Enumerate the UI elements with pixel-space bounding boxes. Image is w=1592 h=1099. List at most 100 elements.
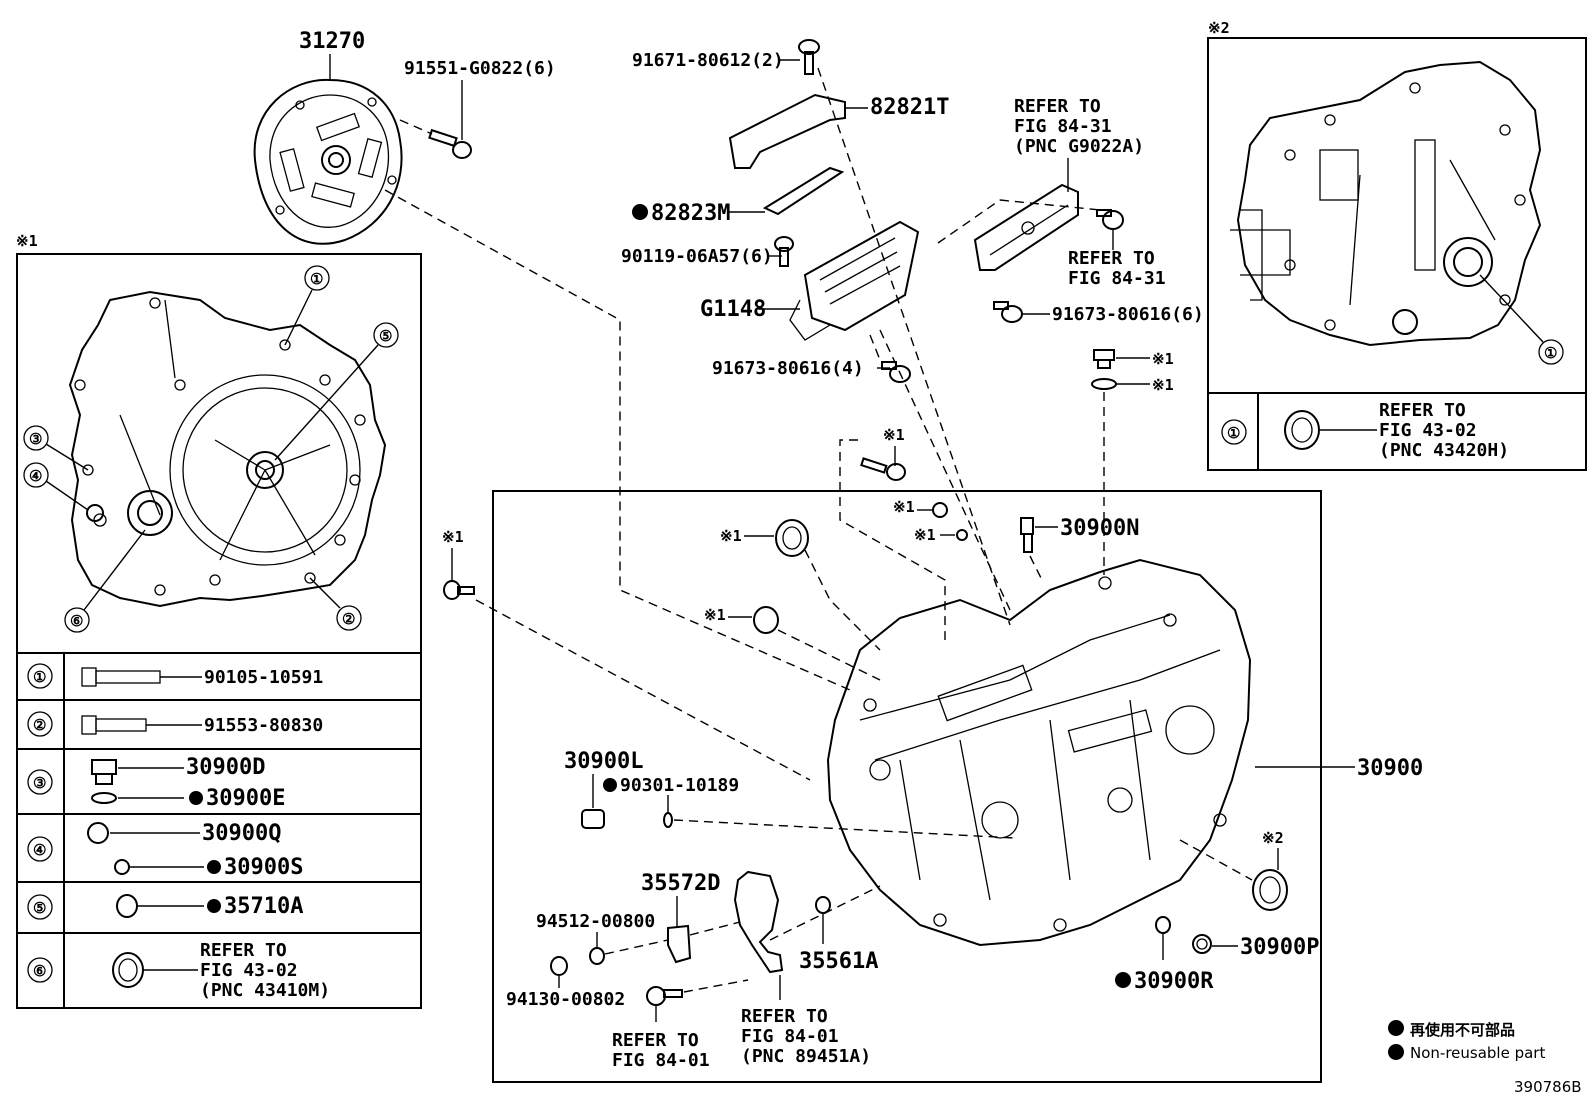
inset1-housing-drawing (68, 290, 387, 608)
svg-text:REFER TO: REFER TO (741, 1006, 828, 1027)
inset1-frame (16, 253, 422, 1009)
svg-text:94512-00800: 94512-00800 (536, 911, 655, 932)
svg-text:82821T: 82821T (870, 95, 949, 120)
inset2-callout: ① (1479, 274, 1564, 365)
svg-text:⑤: ⑤ (33, 899, 46, 917)
assembly-dash-lines (384, 67, 1011, 691)
svg-text:30900R: 30900R (1134, 969, 1214, 994)
plug-mark1-right: ※1 ※1 (1091, 349, 1174, 575)
clutch-cover-31270: 31270 (253, 29, 403, 245)
svg-text:94130-00802: 94130-00802 (506, 989, 625, 1010)
svg-text:FIG 84-01: FIG 84-01 (612, 1050, 710, 1071)
svg-text:30900: 30900 (1357, 756, 1423, 781)
part-35710A: 35710A (224, 894, 303, 919)
part-82823M: 82823M (632, 166, 845, 226)
bolt-91671-80612: 91671-80612(2) (632, 39, 820, 75)
svg-text:REFER TO: REFER TO (1379, 400, 1466, 421)
inset1-mark: ※1 (16, 232, 38, 250)
seal-mark1-small: ※1 ※1 (893, 498, 968, 544)
svg-text:①: ① (33, 668, 46, 686)
svg-text:G1148: G1148 (700, 297, 766, 322)
inset2-mark: ※2 (1208, 19, 1230, 37)
inset1-row-3: ③ 30900D 30900E (27, 755, 285, 811)
part-30900Q: 30900Q (202, 821, 281, 846)
svg-text:30900N: 30900N (1060, 516, 1139, 541)
svg-text:①: ① (1227, 424, 1240, 442)
transaxle-housing-30900: 30900 (826, 558, 1423, 947)
svg-text:③: ③ (29, 430, 42, 448)
legend: 再使用不可部品 Non-reusable part (1388, 1020, 1545, 1062)
svg-text:(PNC G9022A): (PNC G9022A) (1014, 136, 1144, 157)
svg-text:※1: ※1 (893, 498, 915, 516)
svg-text:※1: ※1 (914, 526, 936, 544)
part-30900D: 30900D (186, 755, 265, 780)
seal-mark1-mid: ※1 (704, 606, 881, 681)
sensor-35572D: 35572D (641, 871, 720, 964)
svg-text:④: ④ (29, 467, 42, 485)
svg-text:※1: ※1 (442, 528, 464, 546)
main-frame (492, 490, 1322, 1083)
svg-text:91673-80616(4): 91673-80616(4) (712, 358, 864, 379)
svg-text:91673-80616(6): 91673-80616(6) (1052, 304, 1204, 325)
breather-30900N: 30900N (1020, 516, 1139, 581)
svg-text:REFER TO: REFER TO (200, 940, 287, 961)
nut-94130-00802: 94130-00802 (506, 956, 625, 1010)
svg-text:90119-06A57(6): 90119-06A57(6) (621, 246, 773, 267)
washer-94512-00800: 94512-00800 (536, 911, 669, 965)
seal-mark1-large: ※1 (720, 519, 881, 651)
svg-text:②: ② (33, 716, 46, 734)
svg-text:FIG 84-01: FIG 84-01 (741, 1026, 839, 1047)
svg-text:(PNC 43420H): (PNC 43420H) (1379, 440, 1509, 461)
svg-text:⑥: ⑥ (70, 612, 83, 630)
neutral-switch: REFER TO FIG 84-01 (PNC 89451A) (689, 870, 881, 1067)
bolt-refer-fig-84-01: REFER TO FIG 84-01 (612, 979, 749, 1071)
svg-text:(PNC 43410M): (PNC 43410M) (200, 980, 330, 1001)
svg-text:REFER TO: REFER TO (1068, 248, 1155, 269)
bolt-91673-80616-4: 91673-80616(4) (712, 334, 911, 383)
inset2-frame (1207, 37, 1587, 471)
svg-text:⑥: ⑥ (33, 962, 46, 980)
bolt-mark1-left: ※1 (442, 528, 811, 781)
svg-text:35561A: 35561A (799, 949, 878, 974)
svg-text:※2: ※2 (1262, 829, 1284, 847)
svg-text:Non-reusable part: Non-reusable part (1410, 1044, 1545, 1062)
ring-35561A: 35561A (799, 896, 878, 974)
inset1-row-1: ① 90105-10591 (27, 663, 323, 689)
inset1-row-2: ② 91553-80830 (27, 711, 323, 737)
plug-30900L: 30900L 90301-10189 (564, 749, 1016, 839)
svg-text:①: ① (1544, 344, 1557, 362)
diagram-id: 390786B (1514, 1078, 1582, 1096)
svg-text:82823M: 82823M (651, 201, 730, 226)
svg-text:30900L: 30900L (564, 749, 643, 774)
svg-text:FIG 84-31: FIG 84-31 (1068, 268, 1166, 289)
svg-text:※1: ※1 (1152, 350, 1174, 368)
svg-text:※1: ※1 (1152, 376, 1174, 394)
svg-text:①: ① (310, 270, 323, 288)
svg-text:FIG 43-02: FIG 43-02 (200, 960, 298, 981)
svg-text:FIG 43-02: FIG 43-02 (1379, 420, 1477, 441)
svg-text:再使用不可部品: 再使用不可部品 (1410, 1021, 1515, 1039)
plug-30900P: 30900P (1192, 934, 1319, 960)
inset1-row-6: ⑥ REFER TO FIG 43-02 (PNC 43410M) (27, 940, 330, 1001)
inset2-housing-drawing (1230, 60, 1542, 347)
svg-text:④: ④ (33, 841, 46, 859)
inset2-row-1: ① REFER TO FIG 43-02 (PNC 43420H) (1221, 400, 1509, 461)
part-30900S: 30900S (224, 855, 303, 880)
inset1-row-4: ④ 30900Q 30900S (27, 821, 303, 880)
part-91553-80830: 91553-80830 (204, 715, 323, 736)
seal-30900R: 30900R (1115, 916, 1214, 994)
part-90105-10591: 90105-10591 (204, 667, 323, 688)
svg-text:FIG 84-31: FIG 84-31 (1014, 116, 1112, 137)
seal-mark2: ※2 (1179, 829, 1288, 911)
part-30900E: 30900E (206, 786, 285, 811)
svg-text:35572D: 35572D (641, 871, 720, 896)
solenoid-G1148: G1148 (700, 220, 920, 341)
cover-refer-fig-84-31: REFER TO FIG 84-31 (PNC G9022A) REFER TO… (937, 96, 1166, 289)
svg-text:REFER TO: REFER TO (1014, 96, 1101, 117)
svg-text:30900P: 30900P (1240, 935, 1319, 960)
svg-text:⑤: ⑤ (379, 327, 392, 345)
svg-text:※1: ※1 (720, 527, 742, 545)
svg-text:REFER TO: REFER TO (612, 1030, 699, 1051)
inset1-callouts: ① ② ③ ④ ⑤ ⑥ (23, 265, 399, 633)
